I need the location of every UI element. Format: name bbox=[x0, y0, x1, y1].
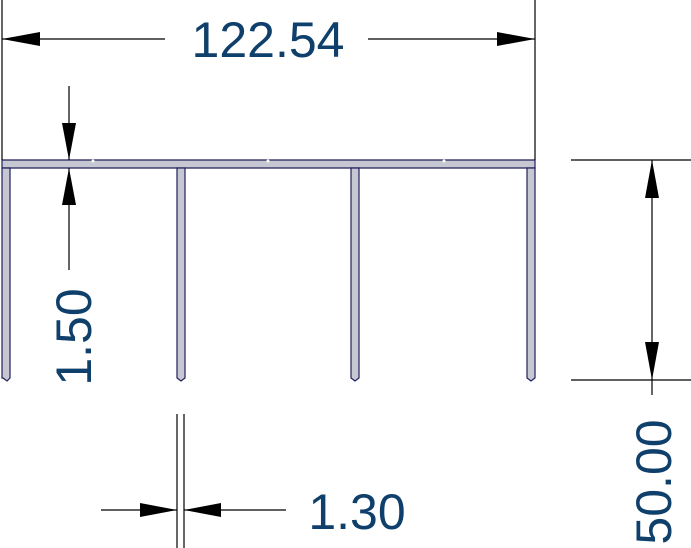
wall-thickness-label: 1.50 bbox=[46, 288, 102, 385]
width-arrow-left bbox=[2, 32, 40, 46]
wall-thickness-dimension: 1.50 bbox=[46, 86, 102, 386]
height-arrow-top bbox=[645, 160, 659, 198]
left-leg bbox=[1, 167, 11, 382]
rib-arrow-right bbox=[184, 503, 221, 517]
channel-profile bbox=[1, 159, 536, 382]
wall-arrow-bottom bbox=[62, 168, 76, 205]
wall-arrow-top bbox=[62, 123, 76, 160]
width-dimension-label: 122.54 bbox=[192, 12, 345, 68]
rib-2 bbox=[350, 167, 360, 382]
right-leg bbox=[526, 167, 536, 382]
height-dimension: 50.00 bbox=[571, 159, 691, 545]
rib-arrow-left bbox=[140, 503, 177, 517]
height-arrow-bottom bbox=[645, 342, 659, 380]
notch bbox=[266, 159, 270, 163]
notch bbox=[91, 159, 95, 163]
width-arrow-right bbox=[497, 32, 535, 46]
rib-1 bbox=[176, 167, 186, 382]
height-dimension-label: 50.00 bbox=[626, 419, 682, 544]
notch bbox=[442, 159, 446, 163]
rib-thickness-dimension: 1.30 bbox=[101, 414, 406, 548]
rib-thickness-label: 1.30 bbox=[308, 484, 405, 540]
width-dimension: 122.54 bbox=[1, 0, 536, 160]
